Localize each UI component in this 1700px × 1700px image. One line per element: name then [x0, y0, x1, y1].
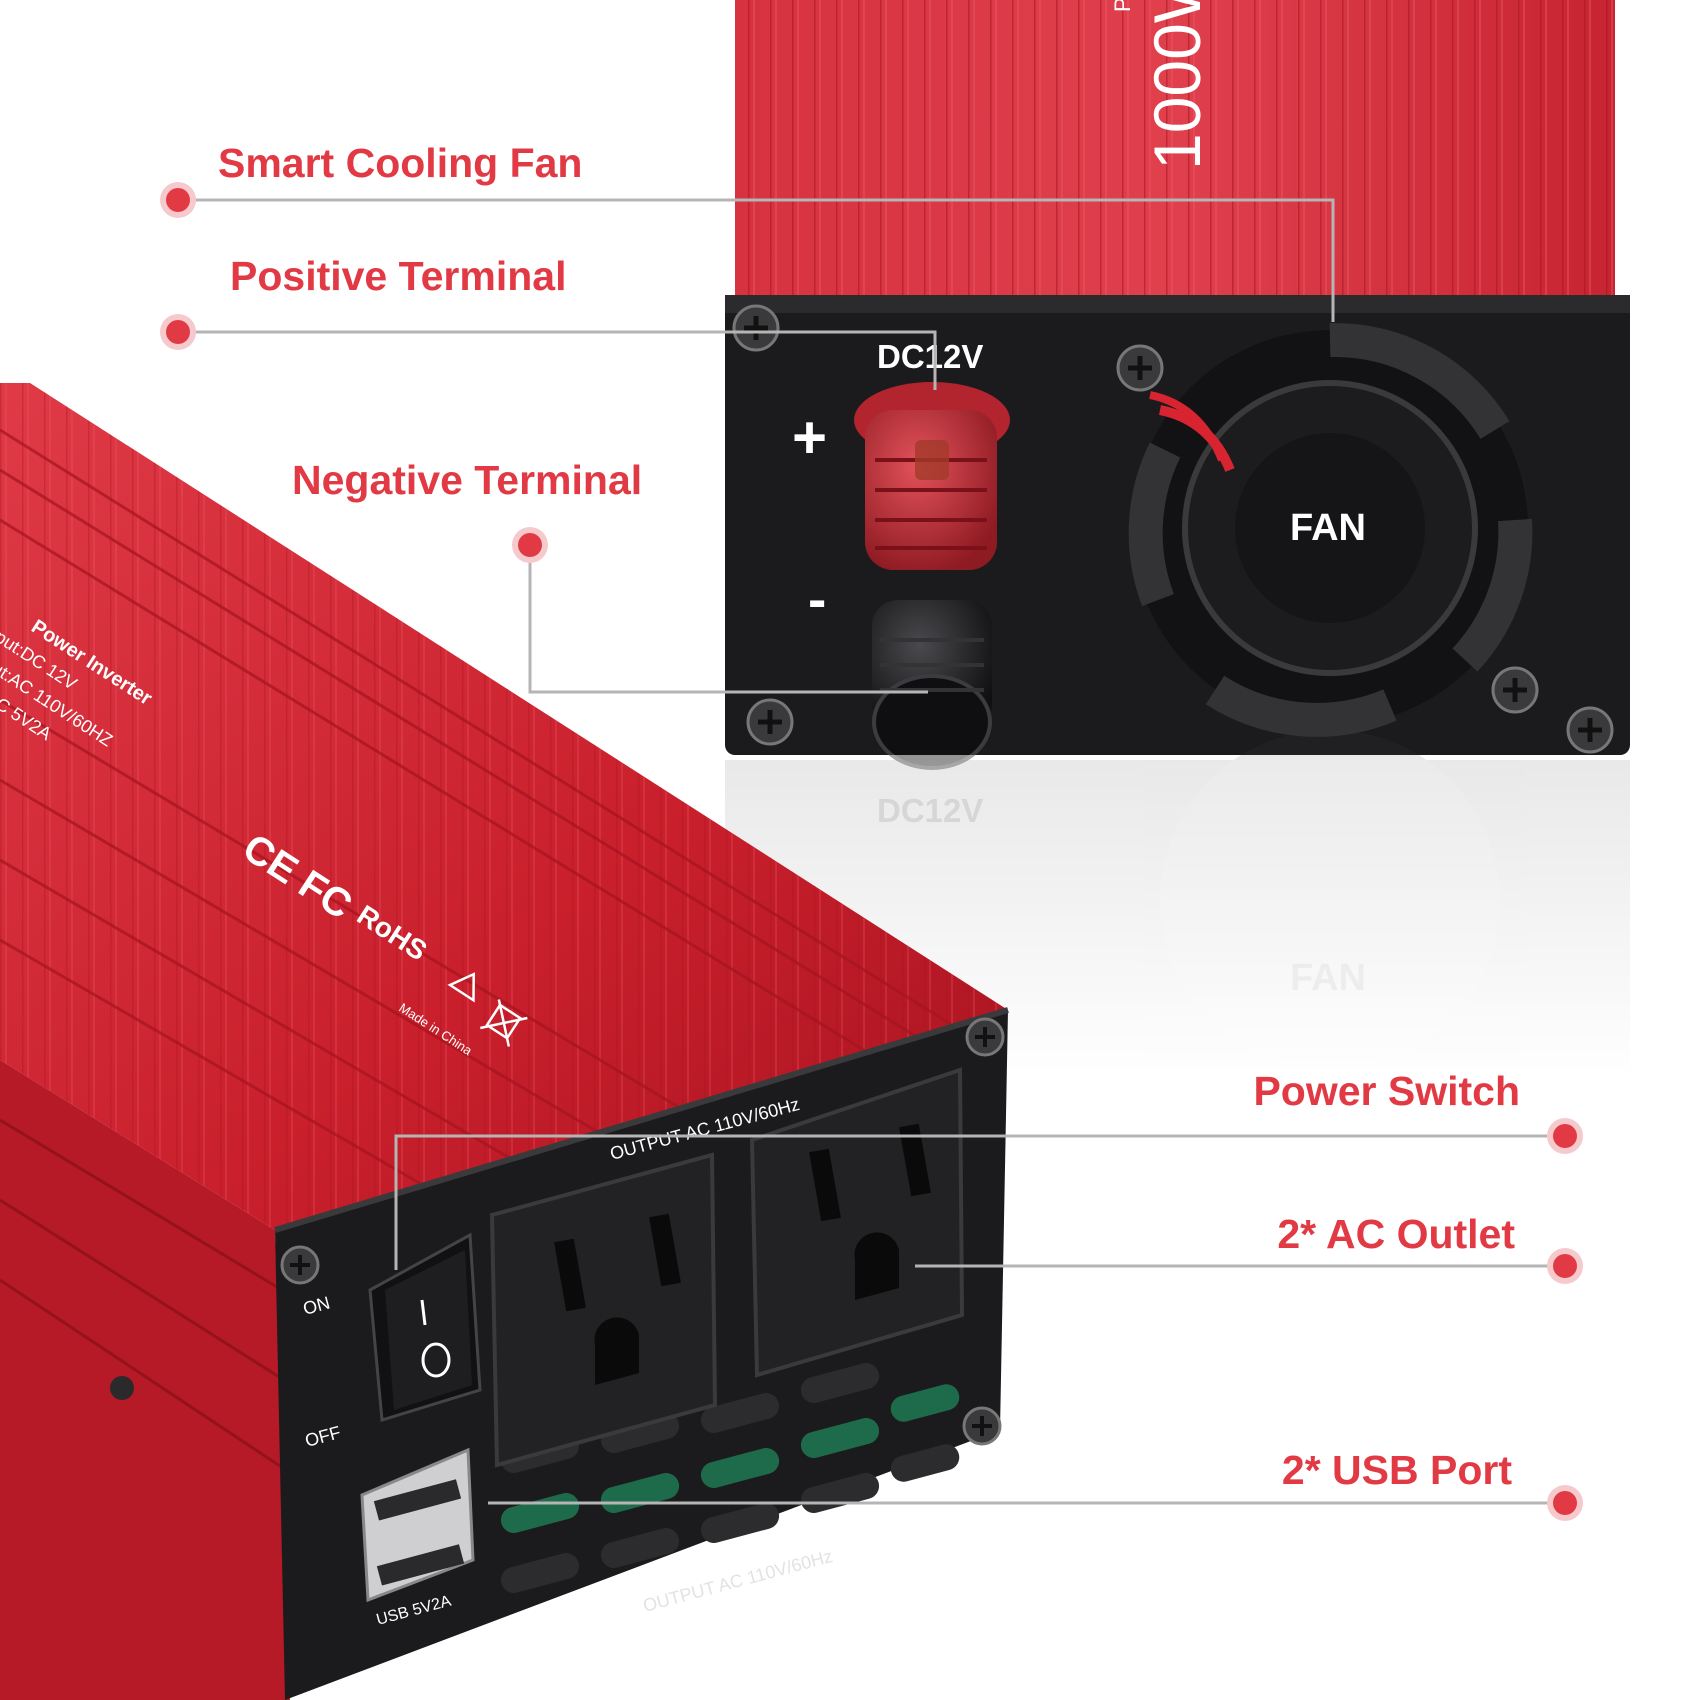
callout-negative-terminal: Negative Terminal [292, 457, 643, 503]
minus-symbol: - [808, 568, 826, 630]
power-switch [368, 1232, 482, 1422]
callout-usb-port: 2* USB Port [1281, 1447, 1512, 1493]
positive-terminal-knob [854, 382, 1010, 570]
screw-icon [746, 698, 794, 746]
screw-icon [962, 1406, 1002, 1446]
screw-icon [110, 1376, 134, 1400]
screw-icon [1491, 666, 1539, 714]
dot-marker [1547, 1485, 1583, 1521]
leader-line-fan [178, 198, 1335, 322]
reflection-output-label: OUTPUT AC 110V/60Hz [641, 1546, 835, 1616]
inverter-front-view: Power Inverter Input:DC 12V Output:AC 11… [0, 383, 1009, 1700]
negative-terminal-knob [872, 600, 992, 770]
callout-smart-cooling-fan: Smart Cooling Fan [218, 140, 583, 186]
callout-positive-terminal: Positive Terminal [230, 253, 567, 299]
screw-icon [732, 304, 780, 352]
usb-port-block [360, 1447, 475, 1603]
ac-outlet-1 [489, 1152, 718, 1468]
screw-icon [965, 1017, 1005, 1057]
fan-icon [1128, 322, 1533, 737]
reflection-fan-label: FAN [1290, 957, 1366, 999]
leader-line-switch [394, 1134, 1565, 1270]
dot-marker [512, 527, 548, 563]
dot-marker [1547, 1248, 1583, 1284]
callout-ac-outlet: 2* AC Outlet [1277, 1211, 1515, 1257]
dot-marker [160, 182, 196, 218]
leader-line-negative [528, 545, 928, 694]
weee-bin-icon [480, 999, 528, 1047]
inverter-front-side-face [0, 1060, 290, 1700]
ac-outlet-2 [749, 1067, 965, 1378]
brand-letter: P [1110, 0, 1135, 12]
reflection-dc-label: DC12V [877, 792, 983, 829]
screw-icon [280, 1245, 320, 1285]
fan-label: FAN [1290, 507, 1366, 549]
callout-dots [160, 182, 1583, 1521]
dc-voltage-label: DC12V [877, 338, 983, 375]
screw-icon [1566, 706, 1614, 754]
plus-symbol: + [792, 404, 827, 471]
recycle-icon [447, 972, 475, 1003]
leader-line-positive [178, 330, 937, 390]
inverter-top-ribs [735, 0, 1615, 305]
dot-marker [160, 314, 196, 350]
callout-power-switch: Power Switch [1253, 1068, 1520, 1114]
screw-icon [1116, 344, 1164, 392]
leader-lines [178, 198, 1565, 1505]
wattage-label: 1000W [1140, 0, 1214, 170]
dot-marker [1547, 1118, 1583, 1154]
